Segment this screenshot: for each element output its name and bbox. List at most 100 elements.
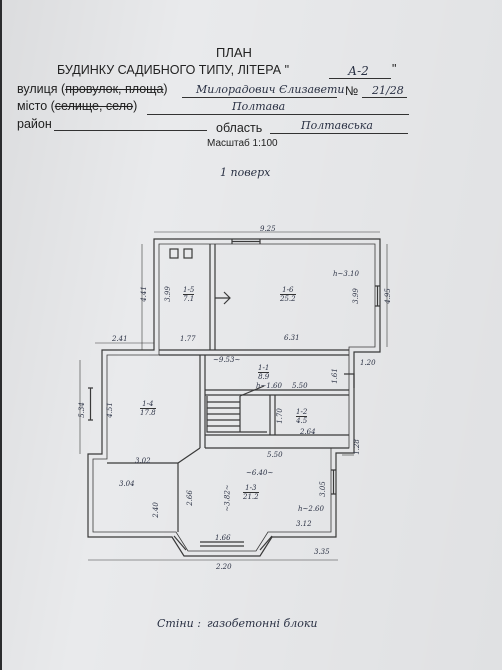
window [88,387,93,421]
stairs [206,385,267,433]
region-value: Полтавська [301,119,373,132]
dim-302: 3.02 [135,457,151,465]
room-area: 17.8 [140,409,156,417]
street-underline [182,97,337,98]
room-label: 1-6 25.2 [280,286,296,303]
dim-120: 1.20 [360,359,376,367]
room-area: 25.2 [280,295,296,303]
dim-161: 1.61 [330,368,339,384]
district-label: район [17,117,52,131]
window [344,373,355,388]
fixture [183,248,193,259]
number-underline [362,97,407,98]
street-value: Милорадович Єлизавети [196,83,345,96]
fixture [169,248,179,259]
dim-128: 1.28 [352,439,361,455]
number-label: № [345,84,359,98]
window [200,541,244,547]
window [173,535,273,551]
room-label: 1-4 17.8 [140,400,156,417]
room-area: 8.9 [258,373,270,381]
room-label: 1-3 21.2 [243,484,259,501]
dim-335: 3.35 [314,548,330,556]
dim-room16-height: 3.99 [351,288,360,304]
room-area: 7.1 [183,295,195,303]
room-area: 21.2 [243,493,259,501]
number-value: 21/28 [372,84,404,97]
dim-550a: 5.50 [292,382,308,390]
floor-label: 1 поверх [220,166,271,179]
window [331,469,336,495]
dim-382: ~3.82~ [223,484,232,512]
dim-264: 2.64 [300,428,316,436]
window [375,285,380,307]
dim-room15-height: 3.99 [163,286,172,302]
subtitle-text: БУДИНКУ САДИБНОГО ТИПУ, ЛІТЕРА " [57,63,290,77]
room-id: 1-3 [243,484,259,493]
subtitle-close-quote: " [392,62,397,76]
street-label-a: вулиця ( [17,82,66,96]
outer-wall [87,238,381,557]
dim-241: 2.41 [112,335,128,343]
dim-h310: h~3.10 [333,270,359,278]
city-underline [147,114,409,115]
city-label-strike: селище, село [54,99,134,113]
room-label: 1-5 7.1 [183,286,195,303]
window [231,239,261,244]
walls-label: Стіни : [157,617,201,630]
dim-304: 3.04 [119,480,135,488]
room-id: 1-1 [258,364,270,373]
street-label-b: ) [163,82,168,96]
room-id: 1-6 [280,286,296,295]
dim-right-upper: 4.95 [383,288,392,304]
document-subtitle: БУДИНКУ САДИБНОГО ТИПУ, ЛІТЕРА " [57,63,289,77]
dim-h160: h~1.60 [256,382,282,390]
city-label-a: місто ( [17,99,55,113]
city-value: Полтава [232,100,286,113]
document-title: ПЛАН [216,45,252,60]
dim-220: 2.20 [216,563,232,571]
room-id: 1-5 [183,286,195,295]
region-label: область [216,121,263,135]
room-label: 1-2 4.5 [296,408,308,425]
dim-240: 2.40 [151,502,160,518]
dim-266: 2.66 [185,490,194,506]
dim-534: 5.34 [77,402,86,418]
dim-left-upper: 4.41 [139,286,148,302]
dim-305: 3.05 [318,481,327,497]
district-underline [54,130,207,131]
dim-312: 3.12 [296,520,312,528]
litera-value: А-2 [348,64,369,78]
interior-wall [107,447,201,464]
room-area: 4.5 [296,417,308,425]
room-id: 1-4 [140,400,156,409]
litera-underline [329,78,391,79]
dim-166: 1.66 [215,534,231,542]
dim-top-width: 9.25 [260,225,276,233]
dim-631: 6.31 [284,334,300,342]
dim-550b: 5.50 [267,451,283,459]
interior-wall [199,355,206,448]
dim-177: 1.77 [180,335,196,343]
dim-451: 4.51 [105,402,114,418]
interior-wall [205,389,349,396]
walls-value: газобетонні блоки [207,617,318,630]
room-label: 1-1 8.9 [258,364,270,381]
outer-wall-inner [92,243,376,552]
street-label: вулиця (провулок, площа) [17,82,168,96]
scale-label: Масштаб 1:100 [207,138,278,149]
city-label: місто (селище, село) [17,99,137,113]
interior-wall [269,395,276,435]
door-arrow [215,291,231,305]
room-id: 1-2 [296,408,308,417]
interior-wall [209,244,216,350]
street-label-strike: провулок, площа [65,82,164,96]
region-underline [270,133,408,134]
dim-640: ~6.40~ [246,469,274,477]
city-label-b: ) [133,99,138,113]
interior-wall [159,349,349,356]
dim-953: ~9.53~ [213,356,241,364]
dim-170: 1.70 [275,408,284,424]
